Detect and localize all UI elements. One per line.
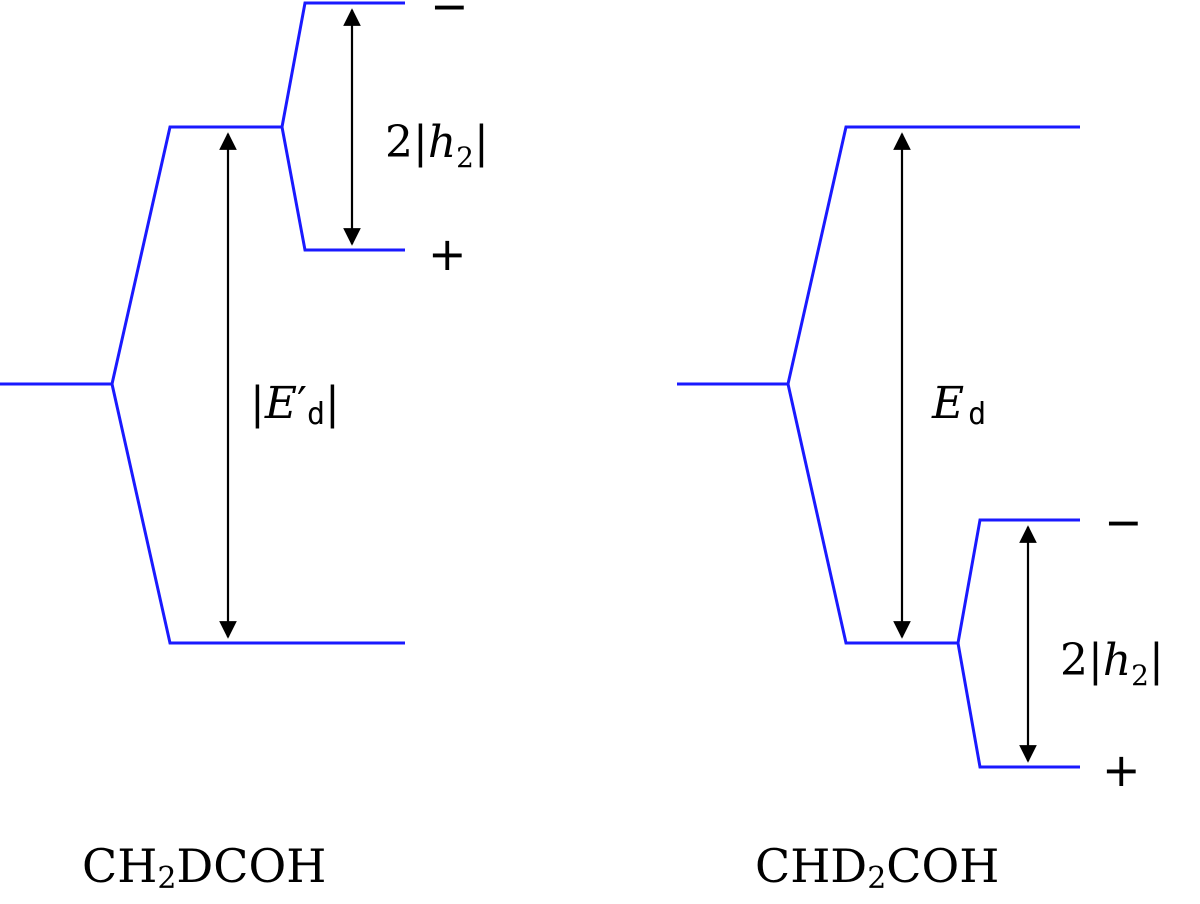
left-lower-sign: + [428,227,467,281]
right-upper-level [677,125,1080,386]
left-lower-split [280,126,405,252]
right-molecule-label: CHD2COH [755,839,999,896]
left-panel: |E′d| 2|h2| − + CH2DCOH [0,0,489,896]
left-upper-sign: − [430,0,469,33]
left-molecule-label: CH2DCOH [82,839,326,896]
left-energy-levels [0,1,405,386]
left-bottom-level [110,383,405,645]
left-small-gap-label: 2|h2| [385,117,489,174]
right-upper-sign: − [1104,495,1143,549]
right-lower-sign: + [1102,743,1141,797]
right-small-gap-label: 2|h2| [1060,635,1164,692]
left-big-gap-label: |E′d| [250,378,340,432]
right-lower-split [956,642,1080,769]
